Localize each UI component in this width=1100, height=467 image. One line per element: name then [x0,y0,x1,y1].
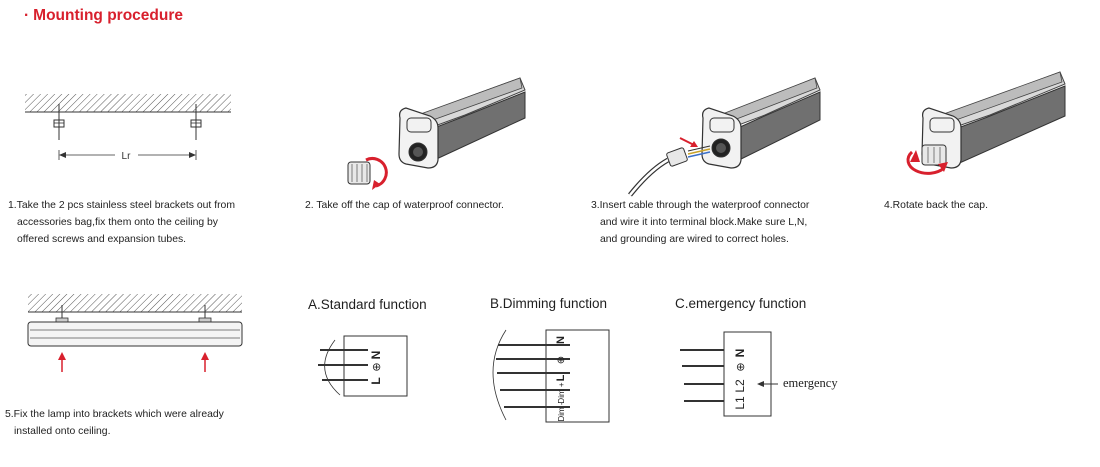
dimming-function-title: B.Dimming function [490,296,608,311]
step-1-line-2: accessories bag,fix them onto the ceilin… [17,217,218,228]
bracket-right [190,104,202,140]
dimming-terminal-n: N [555,336,567,344]
step-2-caption: 2. Take off the cap of waterproof connec… [305,197,504,214]
step-3-line-1: 3.Insert cable through the waterproof co… [591,200,810,211]
title-bullet: · [24,7,30,24]
emergency-terminal-n: N [733,349,747,358]
emergency-terminal-l1: L1 [733,396,747,410]
rotate-back-arrow-icon [906,150,945,175]
standard-terminal-n: N [369,351,383,360]
standard-terminal-ground: ⊕ [370,362,383,371]
step-4-caption: 4.Rotate back the cap. [884,197,988,214]
emergency-terminal-ground: ⊕ [734,362,747,371]
connector-cap [347,161,371,185]
step-2-line-1: 2. Take off the cap of waterproof connec… [305,200,504,211]
dimming-terminal-dim-minus: Dim - [557,402,566,421]
step4-lamp-diagram [906,71,1066,175]
standard-wiring-diagram: N ⊕ L [318,335,408,397]
emergency-function-title: C.emergency function [675,296,807,311]
step5-lamp-diagram [27,294,243,372]
dimming-terminal-dim-plus: Dim + [557,382,566,403]
step2-lamp-diagram [347,77,526,190]
dimming-terminal-ground: ⊕ [556,356,567,364]
standard-terminal-l: L [369,377,383,384]
dimension-line: Lr [58,150,197,162]
dimming-terminal-l: L [555,374,567,381]
section-title: ·Mounting procedure [24,7,183,25]
dimension-label: Lr [122,151,132,162]
step-4-line-1: 4.Rotate back the cap. [884,200,988,211]
step1-ceiling-diagram: Lr [25,94,231,162]
title-text: Mounting procedure [33,7,183,24]
step-3-line-3: and grounding are wired to correct holes… [600,234,789,245]
dimming-wiring-diagram: N ⊕ L Dim + Dim - [492,329,610,423]
emergency-terminal-l2: L2 [733,379,747,393]
bracket-left [53,104,65,140]
step-5-line-1: 5.Fix the lamp into brackets which were … [5,409,224,420]
emergency-label: emergency [783,376,838,390]
emergency-wiring-diagram: N ⊕ L2 L1 [680,331,778,417]
step-1-line-3: offered screws and expansion tubes. [17,234,187,245]
step-3-line-2: and wire it into terminal block.Make sur… [600,217,808,228]
step-3-caption: 3.Insert cable through the waterproof co… [591,197,809,248]
step-5-caption: 5.Fix the lamp into brackets which were … [5,406,224,440]
step-1-line-1: 1.Take the 2 pcs stainless steel bracket… [8,200,235,211]
rotate-arrow-icon [365,157,388,188]
step-1-caption: 1.Take the 2 pcs stainless steel bracket… [8,197,235,248]
step-5-line-2: installed onto ceiling. [14,426,111,437]
step3-lamp-diagram [628,77,821,197]
standard-function-title: A.Standard function [308,297,427,312]
